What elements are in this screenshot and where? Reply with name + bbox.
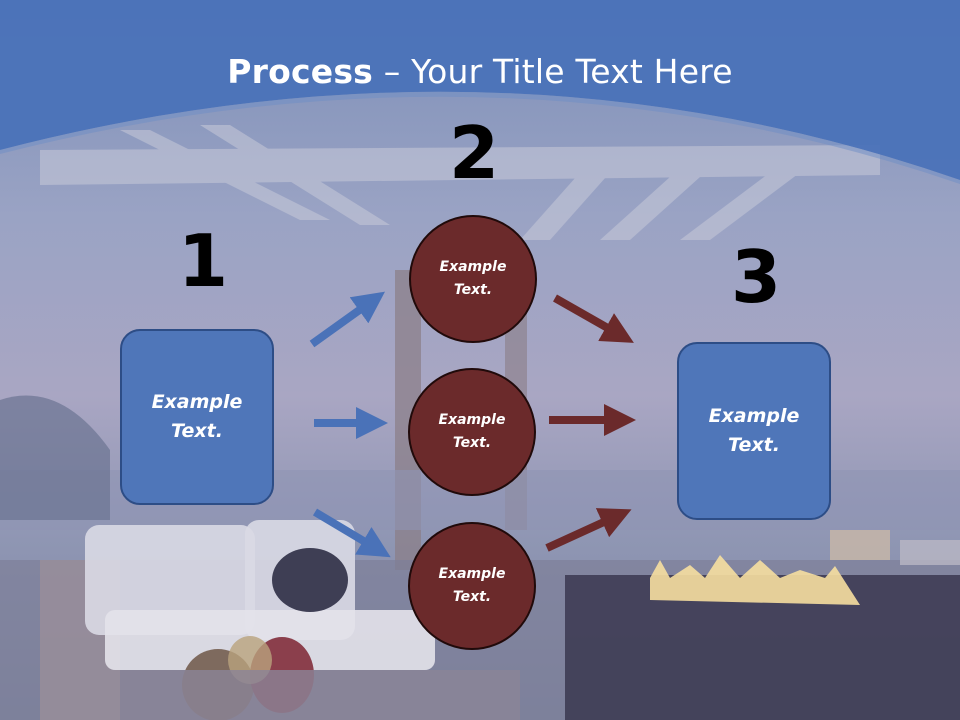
- circle-top-text: Example Text.: [439, 259, 507, 298]
- circle-bottom[interactable]: Example Text.: [408, 522, 536, 650]
- step-number-3: 3: [731, 235, 782, 319]
- step-number-2: 2: [449, 111, 500, 195]
- step-3-box[interactable]: Example Text.: [677, 342, 831, 520]
- title-bold: Process: [227, 52, 374, 91]
- title-rest: – Your Title Text Here: [373, 52, 733, 91]
- title-band: [0, 0, 960, 184]
- circle-bottom-text: Example Text.: [438, 566, 506, 605]
- slide-title: Process – Your Title Text Here: [0, 52, 960, 91]
- circle-top[interactable]: Example Text.: [409, 215, 537, 343]
- circle-middle-text: Example Text.: [438, 412, 506, 451]
- arrow-red-up: [545, 508, 632, 552]
- circle-middle[interactable]: Example Text.: [408, 368, 536, 496]
- arrow-blue-up: [309, 291, 386, 348]
- step-3-box-text: Example Text.: [708, 405, 800, 456]
- arrow-blue-down: [312, 508, 391, 558]
- step-number-1: 1: [178, 219, 229, 303]
- arrow-red-down: [553, 294, 634, 343]
- step-1-box-text: Example Text.: [151, 391, 243, 442]
- step-1-box[interactable]: Example Text.: [120, 329, 274, 505]
